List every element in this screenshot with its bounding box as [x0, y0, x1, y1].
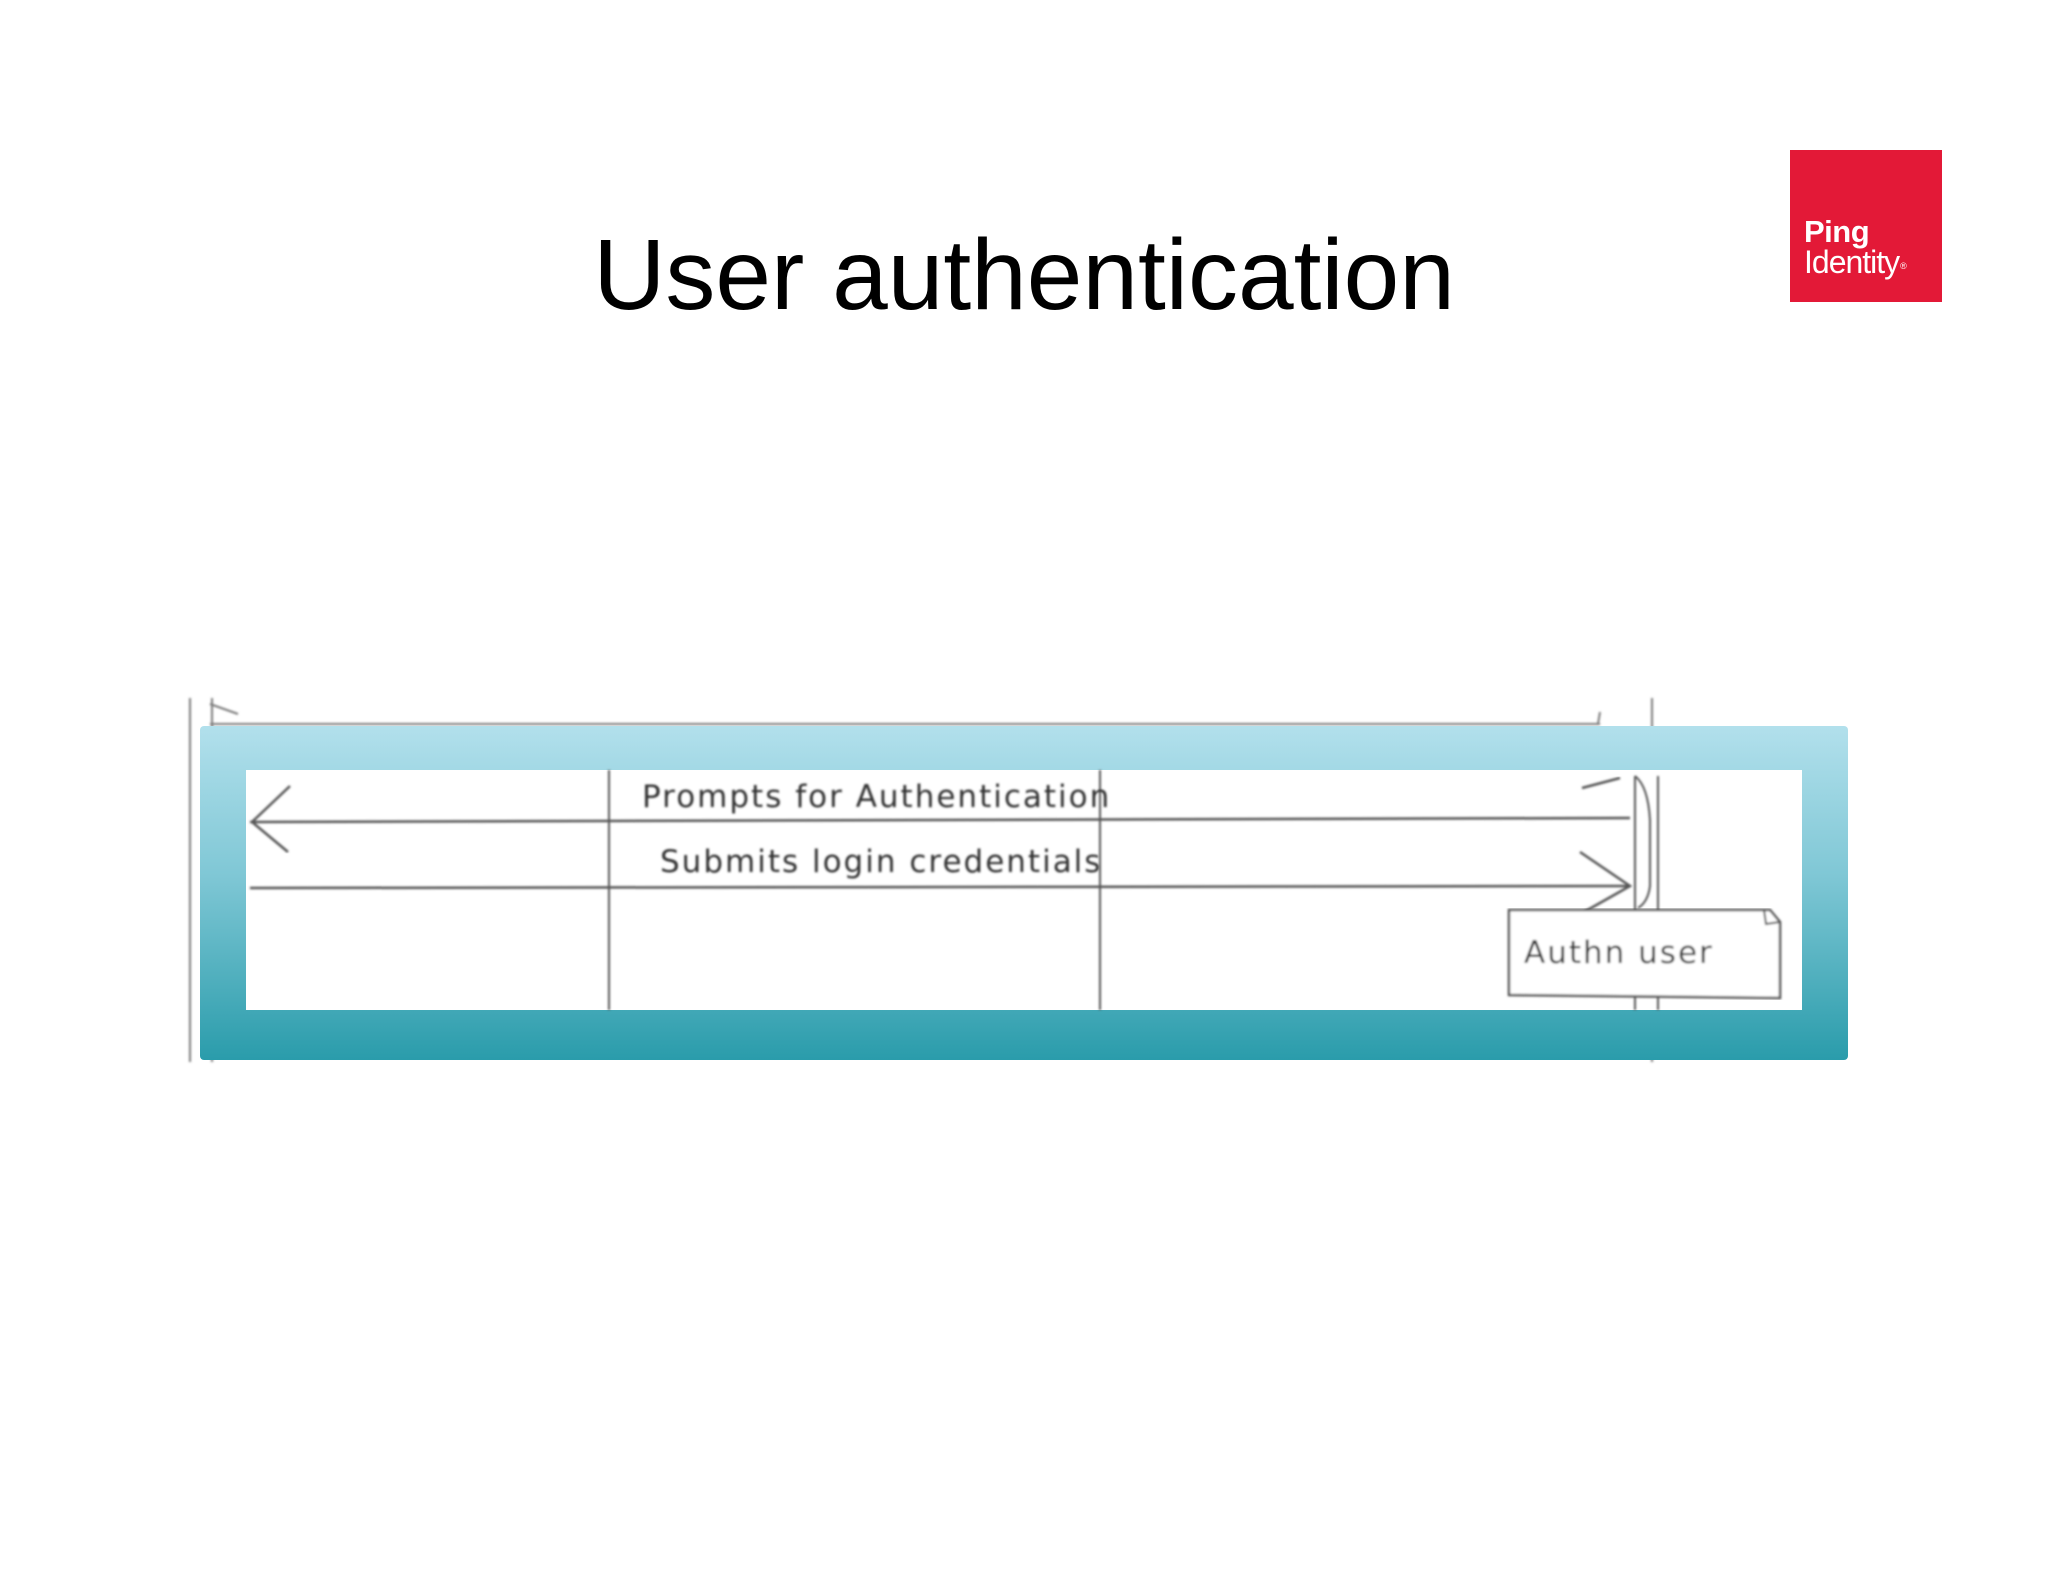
note-dog-ear — [1763, 909, 1781, 926]
sequence-diagram: Prompts for Authentication Submits login… — [180, 690, 1860, 1070]
message-prompts-tail — [1581, 776, 1621, 790]
ping-identity-logo: Ping Identity® — [1790, 150, 1942, 302]
message-submits: Submits login credentials — [249, 844, 1633, 914]
logo-text-ping: Ping — [1804, 214, 1870, 249]
message-prompts-line — [249, 816, 1631, 824]
hidden-message-tail — [209, 703, 239, 715]
activation-curve — [1634, 775, 1651, 909]
message-submits-line — [249, 884, 1629, 890]
sequence-diagram-svg: Prompts for Authentication Submits login… — [189, 698, 1848, 1062]
message-prompts: Prompts for Authentication — [249, 776, 1631, 853]
logo-text-identity: Identity® — [1804, 244, 1907, 280]
message-submits-arrowhead — [1579, 850, 1633, 914]
note-label: Authn user — [1524, 935, 1714, 971]
message-prompts-label: Prompts for Authentication — [642, 779, 1111, 815]
message-submits-label: Submits login credentials — [660, 844, 1102, 880]
message-prompts-arrowhead — [250, 785, 291, 853]
note-box — [1507, 908, 1782, 1000]
note-authn-user: Authn user — [1507, 908, 1782, 1000]
slide-title: User authentication — [593, 219, 1455, 331]
hidden-message-arrow — [1597, 711, 1601, 725]
